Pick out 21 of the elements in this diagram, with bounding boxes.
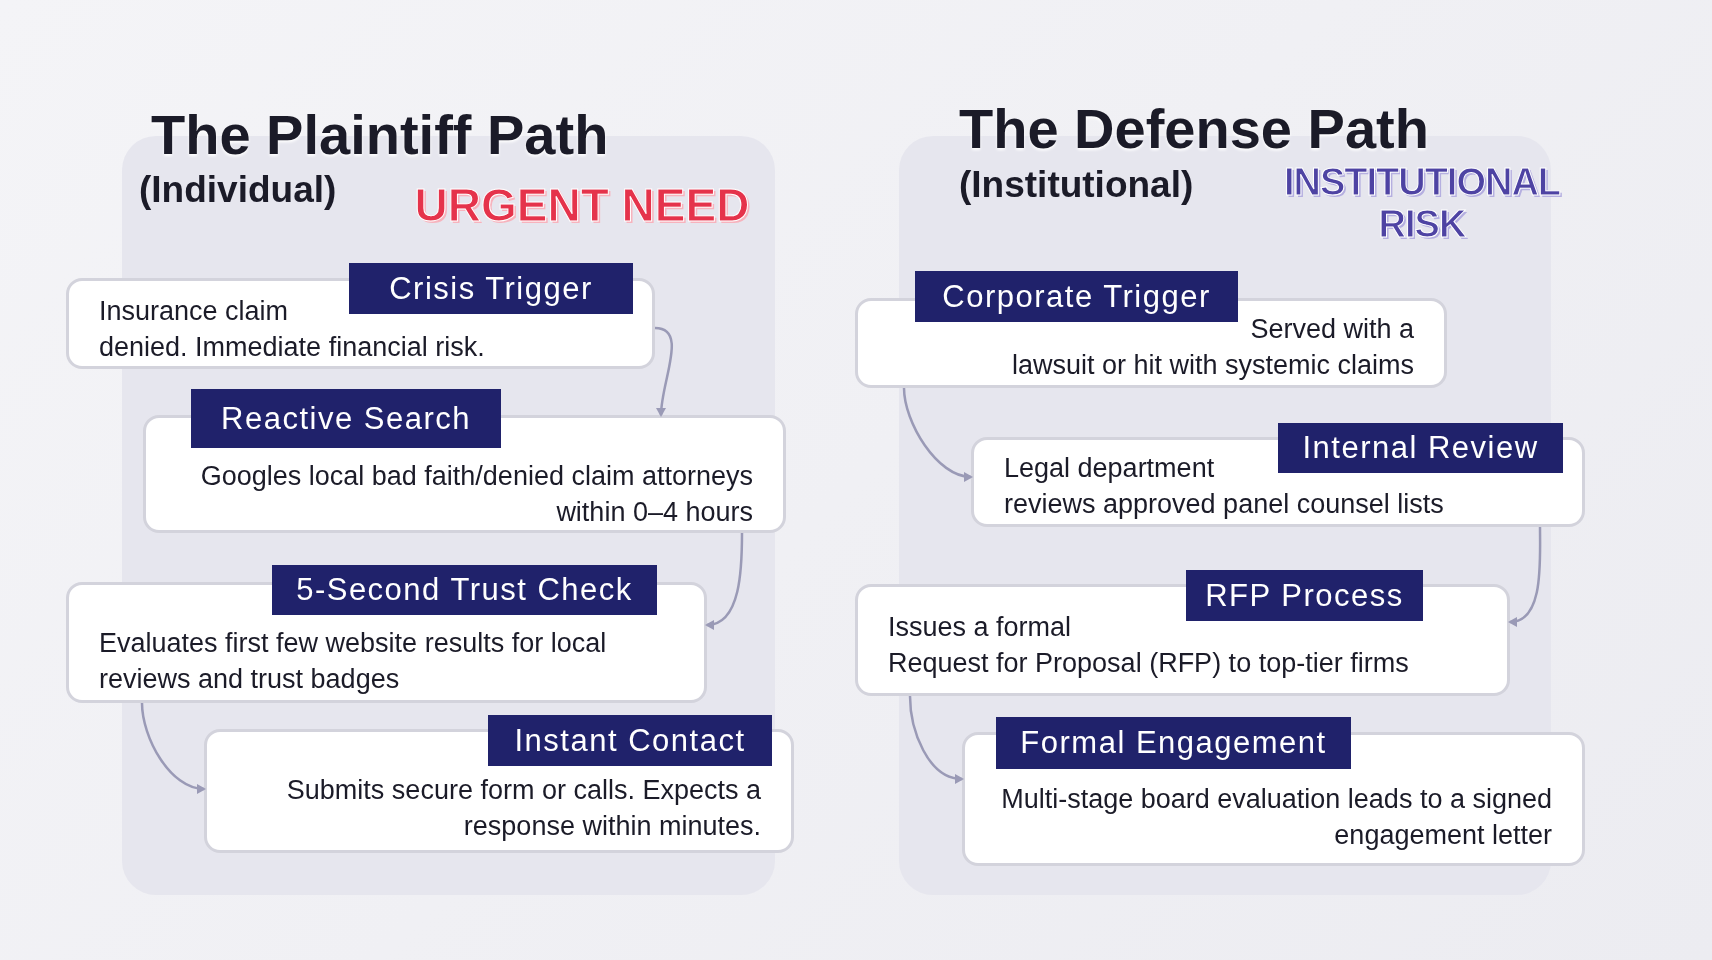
step-badge: Corporate Trigger [915,271,1238,322]
panel-title: The Defense Path [959,96,1429,161]
curved-arrow [902,387,973,482]
step-description: Submits secure form or calls. Expects a response within minutes. [286,775,761,841]
step-badge: Reactive Search [191,389,501,448]
panel-subtitle: (Institutional) [959,164,1194,206]
step-badge: Instant Contact [488,715,772,766]
panel-title: The Plaintiff Path [151,102,609,167]
step-badge: RFP Process [1186,570,1423,621]
step-badge: 5-Second Trust Check [272,565,657,615]
step-description: Multi-stage board evaluation leads to a signed engagement letter [1001,784,1552,850]
panel-subtitle: (Individual) [139,169,337,211]
step-description: Evaluates first few website results for local reviews and trust badges [99,628,607,694]
urgency-tag: INSTITUTIONAL RISK [1262,162,1582,246]
step-badge: Formal Engagement [996,717,1351,769]
curved-arrow [705,533,744,629]
curved-arrow [140,702,206,794]
curved-arrow [908,695,964,784]
urgency-tag: URGENT NEED [402,180,762,231]
step-description: Googles local bad faith/denied claim attorneys within 0–4 hours [200,461,753,527]
curved-arrow [1508,527,1542,626]
